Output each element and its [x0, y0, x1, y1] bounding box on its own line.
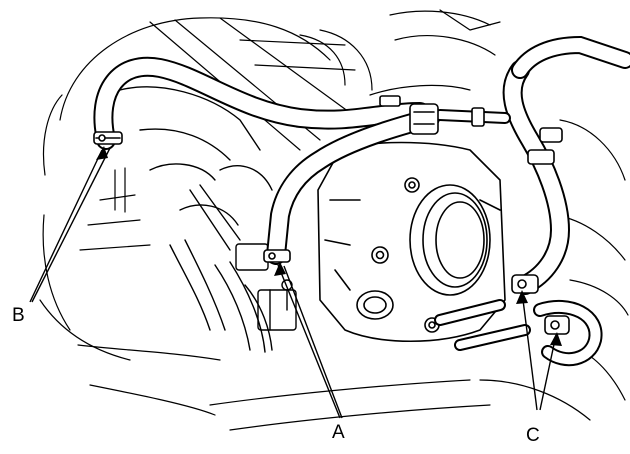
right-hose-clamp: [527, 127, 563, 165]
arrowhead-b: [96, 146, 108, 160]
leader-line-c-2: [539, 334, 557, 411]
junction-clamp: [379, 95, 485, 135]
callout-label-a: A: [332, 422, 345, 443]
leader-lines: [29, 147, 557, 419]
coolant-hoses: [93, 35, 630, 367]
engine-block-outline: [39, 9, 629, 431]
leader-line-a-2: [283, 265, 343, 419]
leader-arrowheads: [96, 146, 562, 346]
callout-label-b: B: [12, 305, 25, 326]
clamp-c-upper: [511, 274, 539, 294]
clamp-c-lower: [544, 315, 570, 335]
leader-line-b: [29, 149, 103, 303]
arrowhead-c-2: [550, 332, 562, 346]
leader-line-a: [277, 264, 341, 419]
arrowhead-c-1: [516, 290, 528, 304]
intake-manifold: [119, 86, 297, 353]
clamp-a: [263, 249, 291, 263]
callout-label-c: C: [526, 425, 540, 446]
throttle-body: [317, 141, 506, 343]
leader-line-b-2: [31, 147, 111, 303]
leader-line-c-1: [521, 291, 538, 411]
clamp-b: [93, 131, 123, 145]
hose-clamps: [93, 95, 570, 335]
arrowhead-a: [274, 262, 286, 276]
